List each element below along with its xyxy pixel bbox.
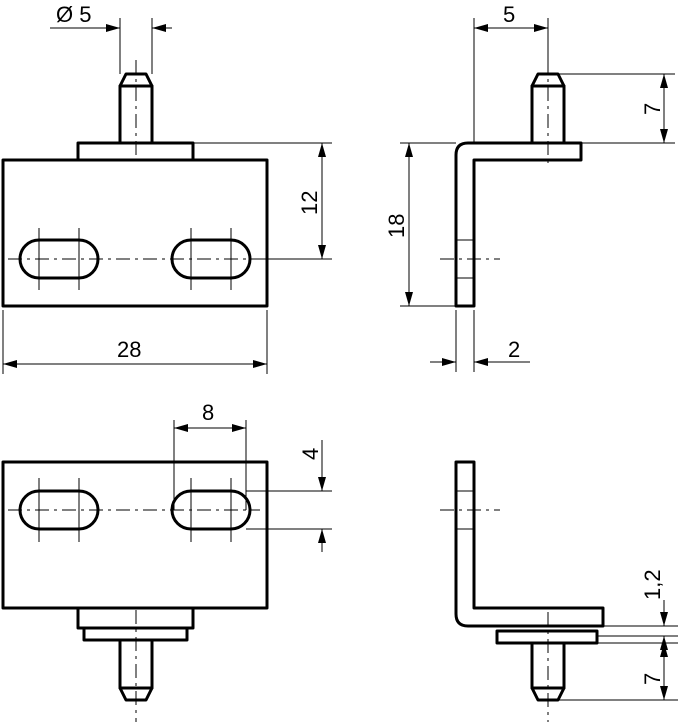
dim-pin-diameter: Ø 5 [50,2,172,74]
dim-thickness: 2 [430,310,530,372]
label-thickness: 2 [508,337,520,362]
front-view [1,60,269,308]
rear-view [1,460,269,722]
side-bracket [454,141,583,308]
label-plate-width: 28 [117,337,141,362]
label-pin-length-bottom: 7 [640,673,665,685]
rear-plate [1,460,269,610]
bottom-side-washer [495,629,599,645]
rear-slot-left [18,489,100,531]
label-slot-width: 4 [298,448,323,460]
bottom-side-bracket [454,460,605,628]
dim-slot-spacing: 8 [173,400,247,510]
label-pin-length-top: 7 [640,103,665,115]
front-plate [1,158,269,308]
dim-pin-length-top: 7 [558,73,675,144]
dim-plate-width: 28 [2,310,268,374]
dim-slot-width: 4 [246,440,332,552]
label-pin-offset: 5 [503,2,515,27]
label-flange-thickness: 1,2 [640,569,665,600]
label-pin-diameter: Ø 5 [56,2,91,27]
label-slot-spacing: 8 [202,400,214,425]
label-slot-height: 12 [297,191,322,215]
dim-slot-height: 12 [193,142,332,260]
dim-flange-thickness: 1,2 [597,569,678,650]
dim-pin-offset: 5 [473,2,549,143]
dim-plate-height: 18 [384,142,456,307]
side-view [440,60,583,308]
dim-pin-length-bottom: 7 [558,642,678,701]
bottom-side-view [440,460,605,722]
label-plate-height: 18 [384,214,409,238]
front-slot-left [18,238,100,280]
